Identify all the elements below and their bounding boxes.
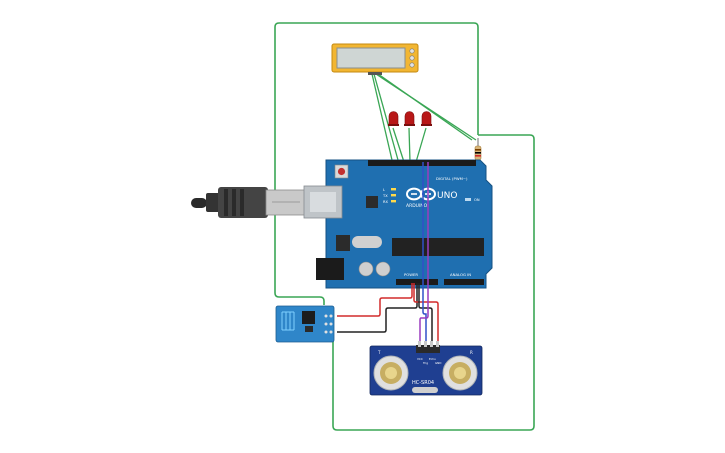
sensor-pin-trig: Trig	[422, 361, 428, 365]
sensor-mark-t: T	[377, 350, 381, 355]
esp8266-wifi-module-icon[interactable]	[275, 305, 335, 343]
led-rx-label: RX	[383, 200, 388, 204]
receiver-icon	[442, 355, 478, 391]
sensor-pin-echo: Echo	[429, 357, 436, 361]
green-wire-loop-right[interactable]	[332, 134, 535, 431]
board-brand-label: ARDUINO	[406, 203, 428, 209]
led-icon[interactable]	[421, 111, 432, 127]
green-wire-loop-left[interactable]	[274, 22, 479, 305]
led-icon[interactable]	[388, 111, 399, 127]
digital-header-label: DIGITAL (PWM~)	[436, 176, 468, 181]
sensor-model-label: HC-SR04	[412, 380, 434, 386]
analog-header-label: ANALOG IN	[450, 272, 471, 277]
sensor-pin-vcc: VCC	[417, 357, 423, 361]
wire-sensor-connections[interactable]	[413, 162, 439, 344]
wire-power-to-esp[interactable]	[337, 283, 418, 333]
board-model-label: UNO	[437, 191, 457, 201]
on-led-label: ON	[474, 198, 480, 202]
lcd-display-icon[interactable]	[331, 43, 419, 75]
led-tx-label: TX	[382, 194, 388, 198]
usb-cable-icon	[191, 187, 307, 218]
sensor-pin-gnd: GND	[435, 361, 441, 365]
green-wires-lcd-to-pins[interactable]	[371, 73, 477, 163]
power-header-label: POWER	[404, 272, 418, 277]
transmitter-icon	[373, 355, 409, 391]
led-l-label: L	[383, 188, 385, 192]
led-icon[interactable]	[404, 111, 415, 127]
sensor-mark-r: R	[470, 350, 473, 355]
arduino-board-icon[interactable]: UNO ARDUINO DIGITAL (PWM~) ANALOG IN POW…	[303, 159, 493, 289]
ultrasonic-sensor-icon[interactable]: T R HC-SR04 VCC Trig Echo GND	[369, 341, 483, 396]
